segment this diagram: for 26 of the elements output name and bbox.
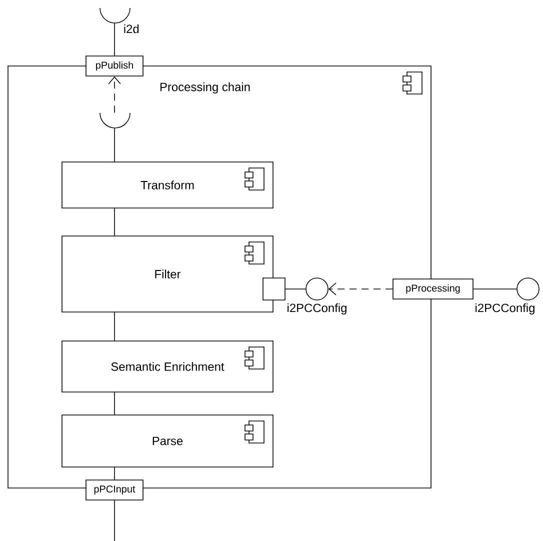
port-box: pPCInput [86, 480, 144, 500]
interface-circle [306, 278, 328, 300]
connector-line [114, 128, 115, 162]
connector-line [114, 22, 115, 56]
component-box: Filter [62, 236, 274, 312]
component-box: Parse [62, 414, 274, 468]
interface-label: i2PCConfig [476, 303, 534, 315]
dashed-arrow [328, 282, 393, 296]
connector-line [114, 392, 115, 415]
dashed-arrow [108, 76, 121, 113]
interface-label: i2PCConfig [288, 303, 346, 315]
port-square [262, 278, 286, 300]
interface-label: i2d [124, 24, 139, 34]
connector-line [114, 208, 115, 236]
port-box: pProcessing [392, 278, 474, 300]
connector-line [114, 312, 115, 341]
port-box: pPublish [86, 56, 144, 76]
connector-line [473, 288, 517, 290]
component-box: Transform [62, 162, 274, 208]
connector-line [285, 288, 306, 290]
connector-line [114, 466, 115, 480]
connector-line [114, 500, 115, 541]
socket-symbol [100, 112, 130, 128]
component-box: Semantic Enrichment [62, 340, 274, 392]
socket-symbol [100, 8, 130, 24]
interface-circle [516, 278, 540, 300]
